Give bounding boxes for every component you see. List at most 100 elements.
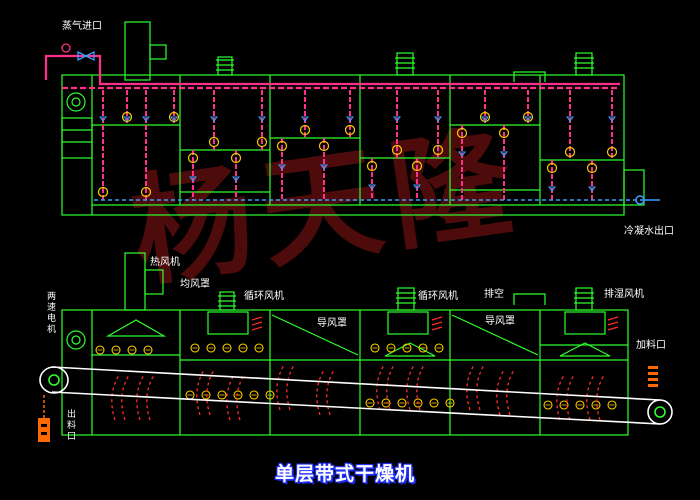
roller: [575, 400, 585, 410]
air-flow-arrow: [586, 374, 595, 421]
label-hot-air-fan: 热风机: [150, 257, 180, 268]
air-flow-arrow: [316, 369, 325, 416]
riser-valve: [393, 116, 401, 122]
riser-valve: [566, 116, 574, 122]
discharge-device: [38, 395, 50, 442]
heater-coil: [606, 146, 618, 158]
heater-coil: [411, 160, 423, 172]
steam-risers: [97, 90, 618, 200]
bottom-motor-1: [218, 291, 236, 311]
heater-coil: [256, 136, 268, 148]
steam-inlet-valve: [61, 43, 95, 62]
roller: [559, 400, 569, 410]
label-motor: 两速电机: [46, 292, 56, 335]
air-flow-arrow: [286, 364, 295, 411]
heater-coil: [498, 127, 510, 139]
riser-valve: [189, 176, 197, 182]
fan-air-dash: [431, 321, 443, 326]
riser-valve: [99, 116, 107, 122]
air-flow-arrow: [196, 369, 205, 416]
riser-valve: [170, 116, 178, 122]
riser-valve: [346, 116, 354, 122]
riser-valve: [368, 184, 376, 190]
roller: [365, 398, 375, 408]
riser-valve: [434, 116, 442, 122]
label-steam-inlet: 蒸气进口: [62, 21, 102, 32]
air-flow-arrow: [476, 364, 485, 411]
roller: [249, 390, 259, 400]
fan-air-dash: [251, 326, 263, 331]
air-flow-arrow: [556, 374, 565, 421]
roller: [95, 345, 105, 355]
roller: [386, 343, 396, 353]
air-flow-arrow: [566, 374, 575, 421]
riser-valve: [500, 151, 508, 157]
riser-valve: [413, 184, 421, 190]
riser-valve: [548, 186, 556, 192]
air-flow-arrow: [121, 374, 130, 421]
roller: [434, 343, 444, 353]
heater-coil: [391, 144, 403, 156]
label-circulation-fan-2: 循环风机: [418, 291, 458, 302]
roller: [397, 398, 407, 408]
riser-valve: [301, 116, 309, 122]
belt-rollers: [95, 343, 617, 410]
top-housing: [61, 21, 645, 216]
air-flow-arrow: [466, 364, 475, 411]
air-flow-arrow: [496, 369, 505, 416]
bottom-housing: [61, 252, 629, 436]
roller: [402, 343, 412, 353]
air-flow-arrow: [206, 369, 215, 416]
heater-coil: [366, 160, 378, 172]
top-motor-2: [395, 52, 415, 76]
label-feed: 加料口: [636, 340, 666, 351]
condensate-line: [94, 195, 660, 205]
heater-coil: [586, 162, 598, 174]
label-air-guide-1: 导风罩: [317, 318, 347, 329]
top-motor-1: [216, 56, 234, 76]
bottom-motor-3: [574, 287, 594, 311]
fan-air-dash: [251, 316, 263, 321]
riser-valve: [481, 116, 489, 122]
conveyor-belt: [39, 366, 673, 425]
heater-coil: [230, 152, 242, 164]
top-motor-3: [574, 52, 594, 76]
riser-valve: [278, 164, 286, 170]
bottom-motor-2: [396, 287, 416, 311]
label-discharge: 出料口: [66, 410, 76, 442]
air-flow-arrow: [226, 374, 235, 421]
fan-air-dash: [431, 316, 443, 321]
steam-piping: [44, 54, 620, 90]
label-air-distribution-cover: 均风罩: [180, 279, 210, 290]
heater-coil: [432, 144, 444, 156]
roller: [206, 343, 216, 353]
roller: [127, 345, 137, 355]
roller: [591, 400, 601, 410]
label-exhaust: 排空: [484, 289, 504, 300]
roller: [418, 343, 428, 353]
heater-coil: [97, 186, 109, 198]
heater-coil: [140, 186, 152, 198]
roller: [265, 390, 275, 400]
roller: [222, 343, 232, 353]
riser-valve: [458, 151, 466, 157]
air-flow-arrow: [386, 364, 395, 411]
riser-valve: [142, 116, 150, 122]
fan-air-dash: [607, 326, 619, 331]
riser-valve: [524, 116, 532, 122]
air-flow-arrow: [111, 374, 120, 421]
air-flow-arrow: [376, 364, 385, 411]
roller: [413, 398, 423, 408]
heater-coil: [276, 140, 288, 152]
roller: [233, 390, 243, 400]
roller: [370, 343, 380, 353]
riser-valve: [588, 186, 596, 192]
fan-air-dash: [251, 321, 263, 326]
heater-coil: [208, 136, 220, 148]
riser-valve: [232, 176, 240, 182]
roller: [381, 398, 391, 408]
heater-coil: [187, 152, 199, 164]
heater-coil: [344, 124, 356, 136]
